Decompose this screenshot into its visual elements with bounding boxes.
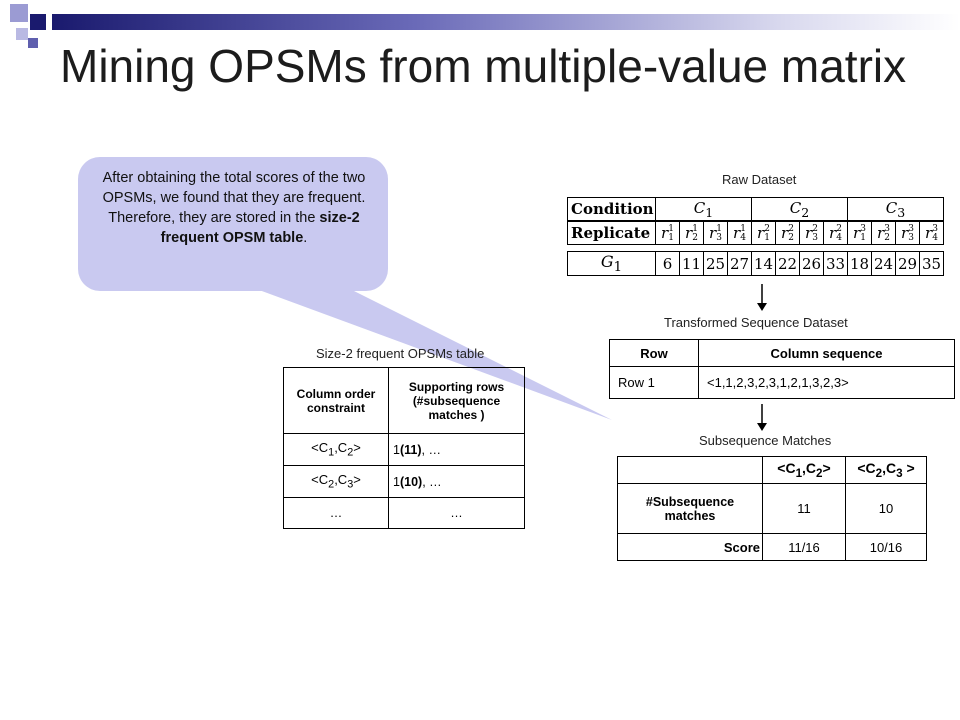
value-cell: 26 [799, 250, 824, 277]
col-c1c2: <C1,C2> [762, 456, 846, 484]
ellipsis-cell: … [388, 497, 525, 529]
matches-label: #Subsequence matches [617, 483, 763, 534]
arrow-down-icon [757, 284, 767, 311]
subsequence-table: <C1,C2> <C2,C3 > #Subsequence matches 11… [617, 456, 927, 561]
value-cell: 27 [727, 250, 752, 277]
col-c2c3: <C2,C3 > [845, 456, 927, 484]
raw-dataset-caption: Raw Dataset [722, 172, 797, 187]
size2-opsm-table: Column order constraint Supporting rows … [283, 367, 525, 529]
row-label-g1: G1 [567, 250, 656, 277]
value-cell: 35 [919, 250, 944, 277]
header-row: Row [609, 339, 699, 367]
top-accent-bar [52, 14, 960, 30]
value-cell: 18 [847, 250, 872, 277]
support-value: 1(10), … [388, 465, 525, 498]
score-label: Score [617, 533, 763, 561]
value-cell: 6 [655, 250, 680, 277]
score-value: 11/16 [762, 533, 846, 561]
corner-decoration [0, 0, 60, 60]
header-constraint: Column order constraint [283, 367, 389, 434]
matches-value: 11 [762, 483, 846, 534]
row-label: Row 1 [609, 366, 699, 399]
condition-c3: C3 [847, 197, 944, 222]
ellipsis-cell: … [283, 497, 389, 529]
sequence-value: <1,1,2,3,2,3,1,2,1,3,2,3> [698, 366, 955, 399]
condition-label: Condition [567, 197, 656, 222]
value-cell: 24 [871, 250, 896, 277]
value-cell: 25 [703, 250, 728, 277]
condition-c1: C1 [655, 197, 752, 222]
support-value: 1(11), … [388, 433, 525, 466]
callout-text: After obtaining the total scores of the … [102, 170, 366, 246]
constraint-c1c2: <C1,C2> [283, 433, 389, 466]
arrow-down-icon [757, 404, 767, 431]
value-cell: 29 [895, 250, 920, 277]
value-cell: 14 [751, 250, 776, 277]
header-column-sequence: Column sequence [698, 339, 955, 367]
size2-caption: Size-2 frequent OPSMs table [316, 346, 485, 361]
value-cell: 11 [679, 250, 704, 277]
value-cell: 22 [775, 250, 800, 277]
callout-bubble [78, 157, 388, 291]
constraint-c2c3: <C2,C3> [283, 465, 389, 498]
condition-c2: C2 [751, 197, 848, 222]
transformed-table: Row Column sequence Row 1 <1,1,2,3,2,3,1… [609, 339, 955, 399]
replicate-label: Replicate [567, 220, 656, 245]
score-value: 10/16 [845, 533, 927, 561]
transformed-caption: Transformed Sequence Dataset [664, 315, 848, 330]
slide-title: Mining OPSMs from multiple-value matrix [60, 40, 907, 92]
matches-value: 10 [845, 483, 927, 534]
header-support: Supporting rows (#subsequence matches ) [388, 367, 525, 434]
value-cell: 33 [823, 250, 848, 277]
subsequence-caption: Subsequence Matches [699, 433, 832, 448]
